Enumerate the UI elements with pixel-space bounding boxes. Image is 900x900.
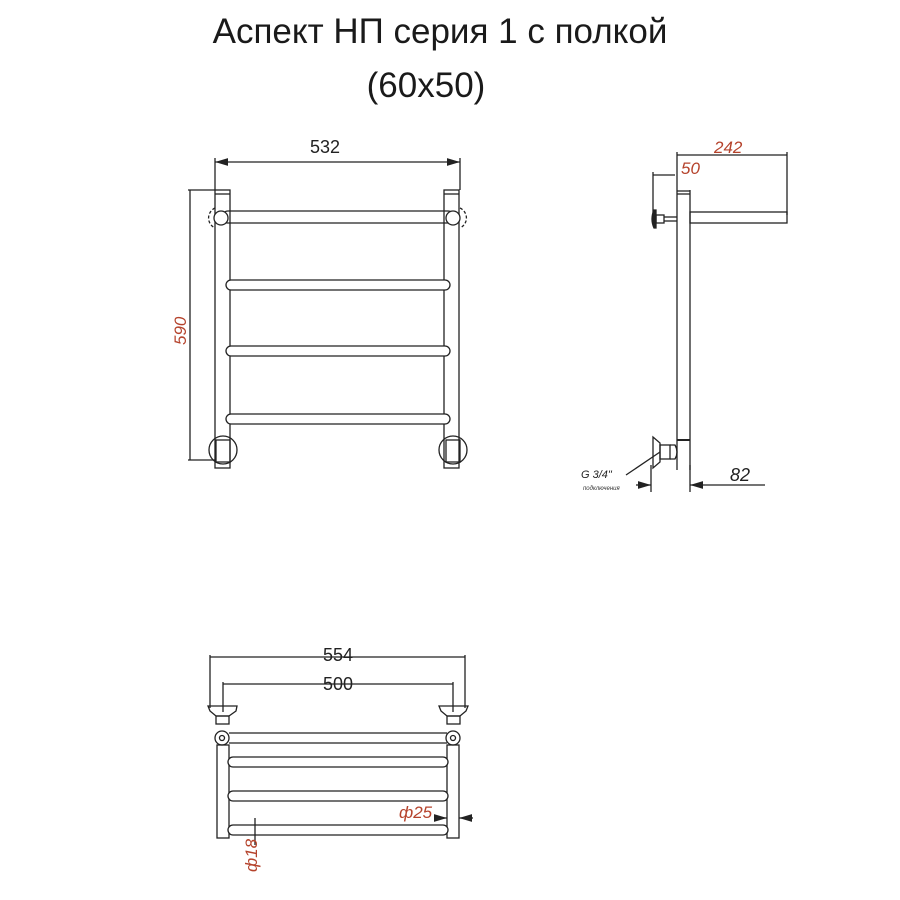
rung-2 [225, 345, 451, 357]
front-view [188, 158, 468, 469]
connection-label: G 3/4" [581, 469, 613, 481]
top-rung-3 [227, 824, 449, 836]
wall-offset-label: 50 [681, 159, 700, 178]
connection-offset-label: 82 [730, 465, 750, 485]
bottom-right-mount [438, 435, 468, 465]
bar-diameter-label: ф18 [242, 838, 261, 872]
shelf-bar [221, 210, 455, 224]
left-post [214, 189, 231, 469]
center-distance-label: 500 [323, 674, 353, 694]
rung-3 [225, 413, 451, 425]
drawing-subtitle: (60x50) [366, 66, 486, 105]
bottom-left-mount [208, 435, 238, 465]
right-post [443, 189, 460, 469]
width-label: 532 [310, 137, 340, 157]
side-view [625, 152, 788, 492]
top-rung-2 [227, 790, 449, 802]
top-rung-1 [227, 756, 449, 768]
outer-width-label: 554 [323, 645, 353, 665]
shelf-arm [689, 211, 788, 224]
rung-1 [225, 279, 451, 291]
top-view [207, 655, 473, 845]
connection-leader [625, 451, 661, 476]
depth-label: 242 [713, 138, 743, 157]
height-label: 590 [171, 316, 190, 345]
rail-diameter-label: ф25 [399, 803, 433, 822]
drawing-title: Аспект НП серия 1 с полкой [212, 12, 668, 51]
connection-sublabel: подключения [583, 486, 620, 492]
